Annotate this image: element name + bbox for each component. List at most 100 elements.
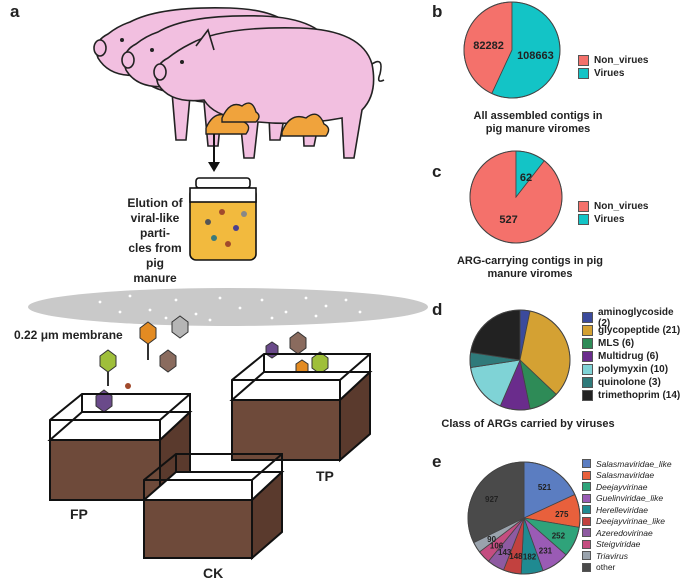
- legend-e-item: Deejayvirinae: [582, 481, 672, 493]
- legend-swatch: [582, 351, 593, 362]
- legend-swatch: [582, 377, 593, 388]
- legend-e-item: Salasmaviridae_like: [582, 458, 672, 470]
- pig-front: [153, 27, 385, 159]
- elution-text: Elution of viral-like parti- cles from p…: [120, 196, 190, 286]
- legend-d-label-6: trimethoprim (14): [598, 390, 681, 401]
- legend-swatch: [582, 551, 591, 561]
- legend-swatch: [578, 214, 589, 225]
- legend-swatch: [582, 364, 593, 375]
- legend-swatch: [582, 459, 591, 469]
- soil-label-fp: FP: [70, 506, 88, 522]
- legend-c-item: Virues: [578, 213, 648, 226]
- legend-swatch: [582, 312, 593, 323]
- pie-chart-c: 527 62: [469, 150, 563, 244]
- elution-line-3: cles from pig: [128, 241, 182, 270]
- legend-e-label-2: Deejayvirinae: [596, 481, 648, 492]
- pie-value-label-e-1: 275: [555, 510, 569, 519]
- legend-e-label-0: Salasmaviridae_like: [596, 458, 672, 469]
- legend-swatch: [578, 68, 589, 79]
- pie-outline-e: [467, 461, 581, 575]
- legend-e-label-8: Triavirus: [596, 550, 628, 561]
- legend-e-label-4: Herelleviridae: [596, 504, 648, 515]
- elution-line-2: viral-like parti-: [130, 211, 180, 240]
- legend-d: aminoglycoside (2)glycopeptide (21)MLS (…: [582, 307, 685, 402]
- pie-value-label-e-0: 521: [538, 483, 552, 492]
- legend-e-label-6: Azeredovirinae: [596, 527, 653, 538]
- legend-d-item: trimethoprim (14): [582, 389, 685, 402]
- legend-e-label-1: Salasmaviridae: [596, 470, 655, 481]
- pig-illustration: [93, 6, 385, 159]
- legend-c-label-1: Virues: [594, 214, 625, 225]
- pie-value-label-e-4: 182: [523, 553, 537, 562]
- legend-d-item: aminoglycoside (2): [582, 307, 685, 329]
- pie-chart-b: 82282 108663: [463, 1, 561, 99]
- legend-d-label-1: glycopeptide (21): [598, 325, 681, 336]
- pie-value-label-c-1: 62: [520, 172, 532, 184]
- legend-e-label-5: Deejayvirinae_like: [596, 516, 665, 527]
- legend-b-item: Non_virues: [578, 54, 648, 67]
- elution-line-4: manure: [133, 271, 177, 285]
- pie-outline-d: [469, 309, 571, 411]
- pie-value-label-e-5: 148: [509, 552, 523, 561]
- legend-e-label-7: Steigviridae: [596, 539, 641, 550]
- legend-e-item: Deejayvirinae_like: [582, 516, 672, 528]
- legend-e-item: Triavirus: [582, 550, 672, 562]
- pie-value-label-e-6: 143: [498, 548, 512, 557]
- caption-c-line-2: manure viromes: [487, 268, 573, 280]
- legend-d-label-3: Multidrug (6): [598, 351, 659, 362]
- caption-b-line-2: pig manure viromes: [485, 123, 591, 135]
- panel-letter-c: c: [432, 162, 442, 181]
- legend-swatch: [582, 505, 591, 515]
- membrane-disc: [28, 288, 428, 326]
- legend-b-item: Virues: [578, 67, 648, 80]
- phage-cluster-right: [265, 331, 329, 390]
- soil-label-tp: TP: [316, 468, 334, 484]
- legend-swatch: [582, 390, 593, 401]
- manure-pile-3: [281, 113, 330, 137]
- pie-outline-c: [469, 150, 563, 244]
- legend-e-label-9: other: [596, 562, 616, 573]
- caption-d: Class of ARGs carried by viruses: [441, 418, 615, 430]
- pie-slice-d-6: [470, 309, 521, 361]
- legend-swatch: [578, 55, 589, 66]
- legend-c-item: Non_virues: [578, 200, 648, 213]
- jar-illustration: [189, 177, 257, 261]
- manure-piles: [205, 102, 330, 137]
- legend-d-item: Multidrug (6): [582, 350, 685, 363]
- caption-b: All assembled contigs in pig manure viro…: [448, 110, 628, 136]
- legend-b-label-1: Virues: [594, 68, 625, 79]
- pie-value-label-e-7: 106: [490, 541, 504, 550]
- pie-value-label-b-0: 82282: [473, 40, 504, 52]
- pie-value-label-e-2: 252: [552, 531, 566, 540]
- legend-e-item: Azeredovirinae: [582, 527, 672, 539]
- legend-c-label-0: Non_virues: [594, 201, 649, 212]
- panel-letter-d: d: [432, 300, 443, 319]
- legend-swatch: [582, 539, 591, 549]
- legend-e-item: Guelinviridae_like: [582, 493, 672, 505]
- manure-pile-2: [221, 102, 260, 123]
- pie-value-label-c-0: 527: [499, 214, 517, 226]
- elution-line-1: Elution of: [127, 196, 183, 210]
- legend-c: Non_virues Virues: [578, 200, 648, 226]
- legend-swatch: [582, 338, 593, 349]
- soil-box-tp: [229, 353, 373, 463]
- pie-value-label-e-9: 927: [485, 495, 499, 504]
- legend-d-label-5: quinolone (3): [598, 377, 661, 388]
- legend-e-item: Herelleviridae: [582, 504, 672, 516]
- panel-letter-b: b: [432, 2, 443, 21]
- caption-c-line-1: ARG-carrying contigs in pig: [456, 255, 604, 267]
- legend-e-label-3: Guelinviridae_like: [596, 493, 664, 504]
- legend-d-label-4: polymyxin (10): [598, 364, 669, 375]
- pie-value-label-b-1: 108663: [517, 50, 554, 62]
- legend-swatch: [582, 493, 591, 503]
- panel-letter-e: e: [432, 452, 442, 471]
- legend-swatch: [582, 482, 591, 492]
- legend-swatch: [582, 562, 591, 572]
- legend-swatch: [582, 470, 591, 480]
- soil-box-ck: [141, 453, 285, 561]
- pie-value-label-e-8: 90: [487, 535, 496, 544]
- legend-b: Non_virues Virues: [578, 54, 648, 80]
